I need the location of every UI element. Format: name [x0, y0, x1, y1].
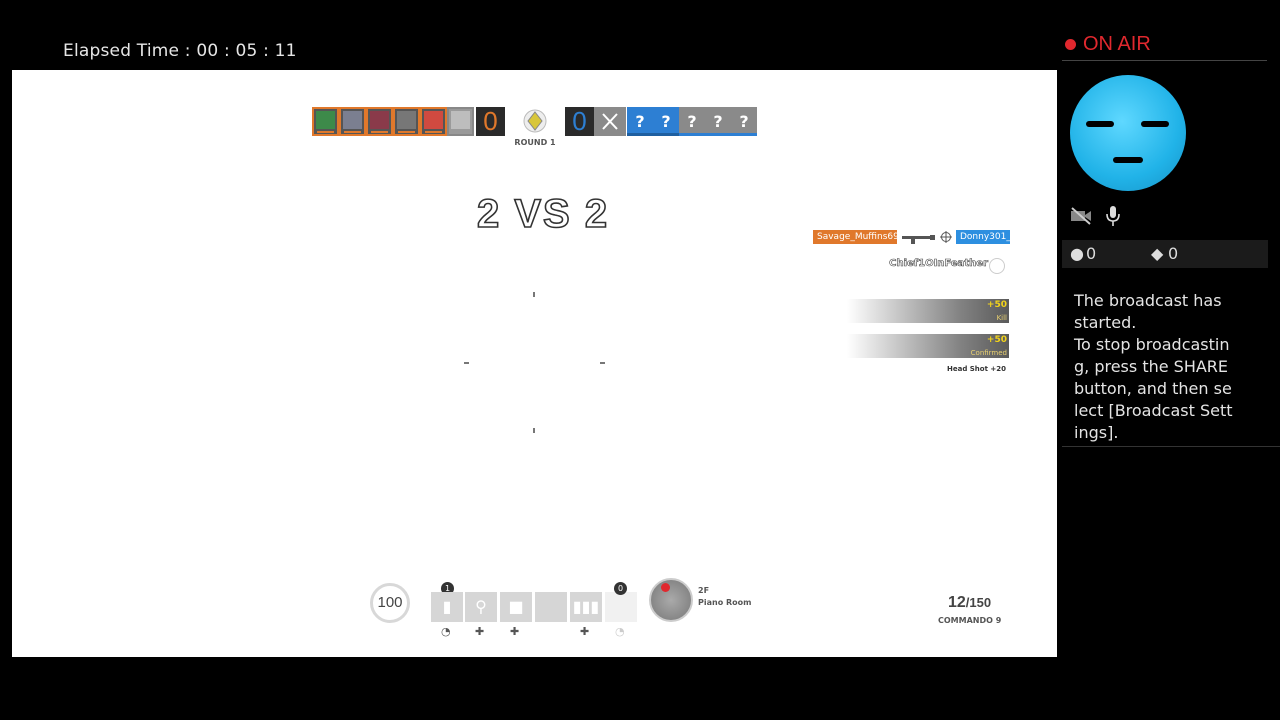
- blue-slot: ?: [653, 107, 679, 136]
- crosshair-icon: [940, 231, 952, 243]
- ammo-mag: 12: [948, 594, 966, 611]
- dpad-icon: ✚: [510, 625, 520, 638]
- operator-icon: [393, 107, 420, 136]
- crosshair-tick-bottom: [533, 428, 535, 433]
- gadget-slot: ▮: [431, 592, 463, 622]
- gadget-slot: [535, 592, 567, 622]
- weapon-name: COMMANDO 9: [938, 616, 1002, 625]
- spectated-player: Chief1OInFeather: [889, 258, 988, 270]
- dpad-icon: ✚: [580, 625, 590, 638]
- crosshair-tick-top: [533, 292, 535, 297]
- round-label: ROUND 1: [514, 138, 556, 147]
- crosshair-tick-left: [464, 362, 469, 364]
- floor-label: 2F: [698, 586, 710, 595]
- blue-slot: ?: [627, 107, 653, 136]
- reward-points: +50: [986, 300, 1007, 310]
- divider: [1062, 60, 1267, 61]
- crosshair-tick-right: [600, 362, 605, 364]
- score-reward: +50 Kill: [847, 299, 1009, 323]
- blue-slot: ?: [679, 107, 705, 136]
- camera-off-icon[interactable]: [1069, 206, 1093, 226]
- rifle-icon: [902, 235, 935, 244]
- microphone-icon[interactable]: [1104, 205, 1122, 227]
- dpad-icon: ✚: [475, 625, 485, 638]
- elapsed-label: Elapsed Time :: [63, 41, 197, 61]
- blue-slot: ?: [705, 107, 731, 136]
- headshot-bonus: Head Shot +20: [946, 365, 1006, 373]
- elapsed-time: Elapsed Time : 00 : 05 : 11: [63, 41, 297, 61]
- broadcast-stats: ● 0 ◆ 0: [1062, 240, 1268, 268]
- operator-icon: [339, 107, 366, 136]
- elapsed-value: 00 : 05 : 11: [196, 41, 297, 61]
- gadget-slot: [605, 592, 637, 622]
- compass-icon: [649, 578, 693, 622]
- round-emblem-icon: [523, 109, 547, 133]
- killfeed-killer: Savage_Muffins69: [813, 230, 899, 244]
- speedometer-icon: ◔: [615, 625, 625, 638]
- score-reward: +50 Confirmed: [847, 334, 1009, 358]
- ammo-reserve: /150: [965, 595, 992, 610]
- speedometer-icon: ◔: [441, 625, 451, 638]
- versus-text: 2 VS 2: [476, 191, 610, 237]
- operator-icon: [312, 107, 339, 136]
- swords-icon: [594, 107, 626, 136]
- avatar-eye: [1141, 121, 1169, 127]
- reward-points: +50: [986, 335, 1007, 345]
- killfeed-victim: Donny301_: [956, 230, 1011, 244]
- viewer-icon: ●: [1070, 244, 1084, 263]
- viewer-count: 0: [1086, 244, 1097, 263]
- headset-icon: [989, 258, 1005, 274]
- room-label: Piano Room: [698, 598, 752, 607]
- orange-team-score: 0: [476, 107, 505, 136]
- game-viewport: 0 ROUND 1 0 ? ? ? ? ? 2 VS 2 Savage_Muff…: [12, 70, 1057, 657]
- operator-icon: [366, 107, 393, 136]
- health-indicator: 100: [370, 583, 410, 623]
- gadget-count-badge: 1: [441, 582, 454, 595]
- on-air-label: ON AIR: [1083, 33, 1151, 55]
- divider: [1062, 446, 1280, 447]
- blue-team-score: 0: [565, 107, 594, 136]
- killfeed-weapon: [897, 230, 957, 244]
- gadget-slot: ⚲: [465, 592, 497, 622]
- comment-icon: ◆: [1151, 244, 1164, 263]
- ammo-counter: 12/150: [948, 594, 991, 612]
- gadget-count-badge: 0: [614, 582, 627, 595]
- avatar-mouth: [1113, 157, 1143, 163]
- broadcast-message: The broadcast has started. To stop broad…: [1074, 291, 1233, 442]
- live-dot-icon: [1065, 39, 1076, 50]
- avatar-eye: [1086, 121, 1114, 127]
- blue-slot: ?: [731, 107, 757, 136]
- comment-count: 0: [1168, 244, 1179, 263]
- operator-icon: [420, 107, 447, 136]
- avatar: [1070, 75, 1186, 191]
- reward-label: Kill: [996, 314, 1007, 322]
- north-marker-icon: [661, 583, 670, 592]
- camera-gadget-slot: ■: [500, 592, 532, 622]
- reward-label: Confirmed: [970, 349, 1007, 357]
- ammo-gadget-slot: ▮▮▮: [570, 592, 602, 622]
- objective-icon: [447, 107, 474, 136]
